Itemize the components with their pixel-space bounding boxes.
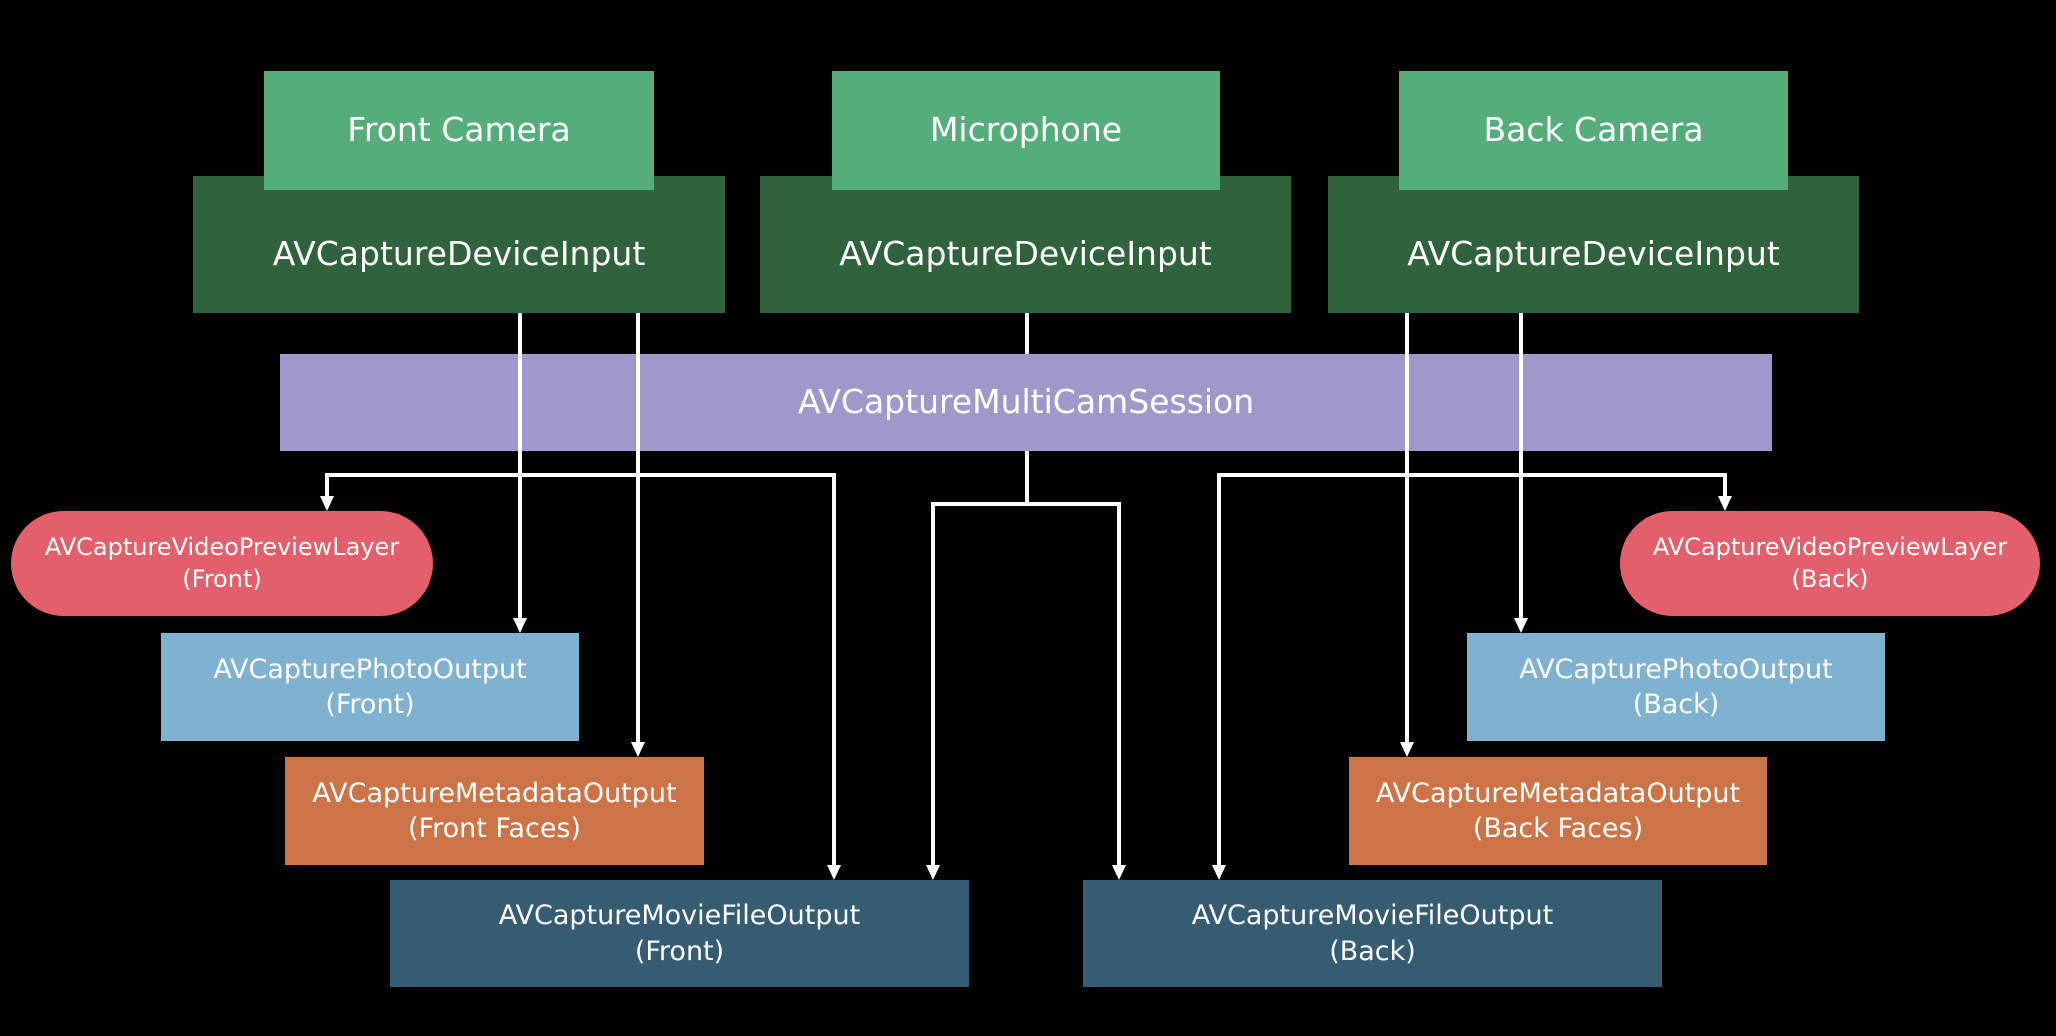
front-camera-label: Front Camera — [347, 110, 571, 150]
arrowhead-icon — [1400, 742, 1414, 757]
front-camera-source: Front Camera — [264, 71, 654, 190]
back-camera-label: Back Camera — [1483, 110, 1704, 150]
wire-mic-to-movies — [931, 502, 1121, 867]
mic-device-input-label: AVCaptureDeviceInput — [839, 234, 1212, 274]
arrowhead-icon — [320, 496, 334, 511]
arrowhead-icon — [1112, 865, 1126, 880]
metadata-output-back-qualifier: (Back Faces) — [1472, 813, 1644, 844]
photo-output-back-name: AVCapturePhotoOutput — [1519, 653, 1833, 685]
movie-output-back: AVCaptureMovieFileOutput (Back) — [1083, 880, 1662, 987]
preview-layer-front-name: AVCaptureVideoPreviewLayer — [44, 533, 400, 562]
photo-output-back: AVCapturePhotoOutput (Back) — [1467, 633, 1885, 741]
metadata-output-back: AVCaptureMetadataOutput (Back Faces) — [1349, 757, 1767, 865]
preview-layer-front: AVCaptureVideoPreviewLayer (Front) — [11, 511, 433, 616]
photo-output-front-qualifier: (Front) — [325, 689, 415, 720]
arrowhead-icon — [827, 865, 841, 880]
arrowhead-icon — [631, 742, 645, 757]
movie-output-back-qualifier: (Back) — [1329, 935, 1416, 967]
back-device-input-label: AVCaptureDeviceInput — [1407, 234, 1780, 274]
preview-layer-back-qualifier: (Back) — [1791, 564, 1869, 593]
microphone-source: Microphone — [832, 71, 1220, 190]
metadata-output-front-name: AVCaptureMetadataOutput — [312, 777, 677, 809]
preview-layer-front-qualifier: (Front) — [182, 564, 262, 593]
microphone-label: Microphone — [929, 110, 1123, 150]
arrowhead-icon — [1212, 865, 1226, 880]
arrowhead-icon — [513, 618, 527, 633]
arrowhead-icon — [926, 865, 940, 880]
mic-device-input: AVCaptureDeviceInput — [760, 176, 1291, 313]
preview-layer-back-name: AVCaptureVideoPreviewLayer — [1652, 533, 2008, 562]
photo-output-front: AVCapturePhotoOutput (Front) — [161, 633, 579, 741]
front-device-input-label: AVCaptureDeviceInput — [272, 234, 646, 274]
movie-output-front-qualifier: (Front) — [634, 935, 725, 967]
arrowhead-icon — [1514, 618, 1528, 633]
back-device-input: AVCaptureDeviceInput — [1328, 176, 1859, 313]
back-camera-source: Back Camera — [1399, 71, 1788, 190]
front-device-input: AVCaptureDeviceInput — [193, 176, 725, 313]
movie-output-front: AVCaptureMovieFileOutput (Front) — [390, 880, 969, 987]
movie-output-front-name: AVCaptureMovieFileOutput — [498, 900, 861, 932]
movie-output-back-name: AVCaptureMovieFileOutput — [1191, 900, 1554, 932]
metadata-output-front-qualifier: (Front Faces) — [407, 813, 582, 844]
metadata-output-back-name: AVCaptureMetadataOutput — [1375, 777, 1741, 809]
multicam-session: AVCaptureMultiCamSession — [280, 354, 1772, 451]
photo-output-back-qualifier: (Back) — [1632, 689, 1720, 720]
multicam-session-label: AVCaptureMultiCamSession — [797, 382, 1255, 422]
arrowhead-icon — [1718, 496, 1732, 511]
metadata-output-front: AVCaptureMetadataOutput (Front Faces) — [285, 757, 704, 865]
preview-layer-back: AVCaptureVideoPreviewLayer (Back) — [1620, 511, 2040, 616]
photo-output-front-name: AVCapturePhotoOutput — [213, 653, 527, 685]
